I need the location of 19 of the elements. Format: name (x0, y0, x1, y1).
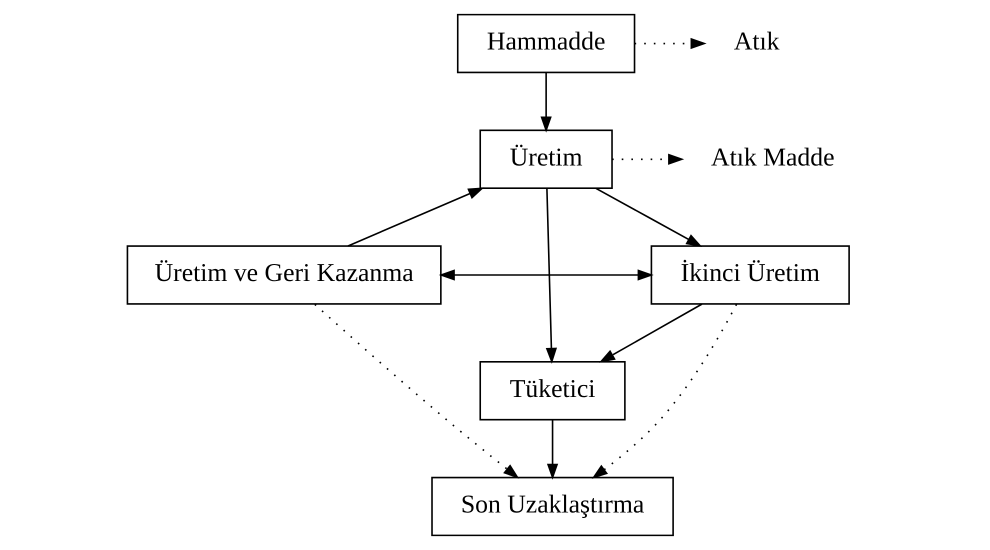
arrow (591, 304, 737, 479)
node-box: Hammadde (456, 14, 635, 74)
arrow (612, 154, 684, 165)
arrow (546, 420, 558, 480)
node-box: Son Uzaklaştırma (430, 476, 674, 536)
node-text: Atık Madde (710, 142, 834, 172)
arrow (347, 187, 484, 247)
node-box: İkinci Üretim (650, 245, 850, 305)
arrow (598, 303, 702, 363)
arrow (438, 269, 654, 281)
arrow (595, 188, 702, 247)
node-box: Tüketici (478, 361, 626, 420)
node-box: Üretim (478, 130, 612, 189)
node-box: Üretim ve Geri Kazanma (126, 245, 442, 305)
arrow (314, 304, 519, 479)
arrow (634, 38, 706, 50)
node-text: Atık (733, 26, 780, 56)
arrow (545, 188, 557, 364)
arrow (540, 72, 552, 133)
